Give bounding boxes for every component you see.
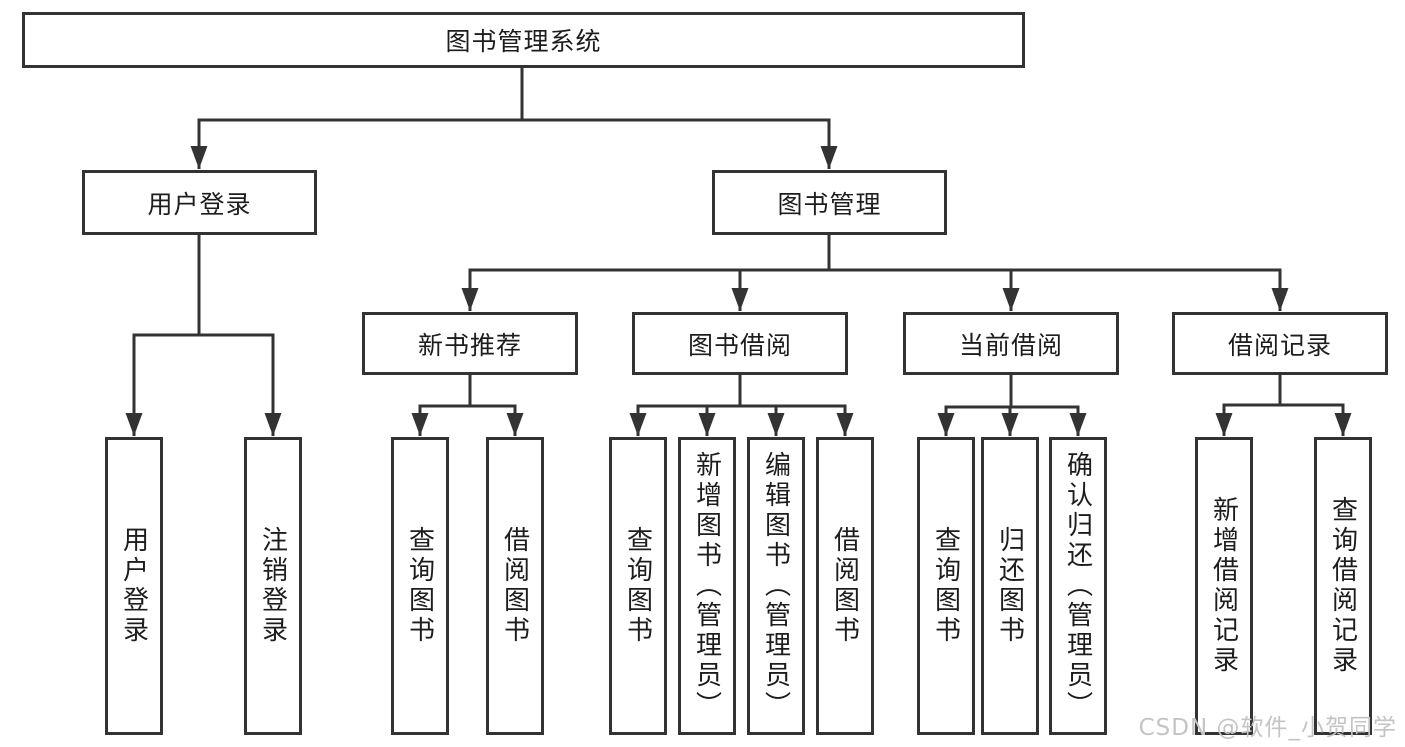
connector-book-management-to-level3 xyxy=(461,235,1289,311)
node-label: 归还图书 xyxy=(994,526,1025,646)
node-label: 图书借阅 xyxy=(687,330,792,360)
node-label: 图书管理系统 xyxy=(445,27,602,56)
leaf-query-borrow-record: 查询借阅记录 xyxy=(1314,437,1372,735)
leaf-add-borrow-record: 新增借阅记录 xyxy=(1195,437,1253,735)
csdn-watermark: CSDN @软件_小贺同学 xyxy=(1138,715,1397,741)
leaf-borrow-books-recommend: 借阅图书 xyxy=(486,437,544,735)
node-label: 新书推荐 xyxy=(417,330,522,360)
node-label: 查询图书 xyxy=(404,526,435,646)
connector-root-to-level2 xyxy=(190,68,838,169)
node-label: 当前借阅 xyxy=(958,330,1063,360)
node-label: 查询图书 xyxy=(622,526,653,646)
node-label: 新增借阅记录 xyxy=(1208,496,1239,676)
node-new-book-recommend: 新书推荐 xyxy=(362,312,578,375)
node-label: 查询图书 xyxy=(930,526,961,646)
connector-current-borrow-group xyxy=(937,375,1087,436)
leaf-query-books-current: 查询图书 xyxy=(917,437,975,735)
connector-book-borrow-group xyxy=(629,375,854,436)
leaf-return-book: 归还图书 xyxy=(981,437,1039,735)
node-label: 借阅记录 xyxy=(1227,330,1332,360)
leaf-add-book-admin: 新增图书（管理员） xyxy=(678,437,736,735)
node-user-login: 用户登录 xyxy=(82,170,317,235)
leaf-edit-book-admin: 编辑图书（管理员） xyxy=(747,437,805,735)
node-label: 借阅图书 xyxy=(499,526,530,646)
node-label: 查询借阅记录 xyxy=(1327,496,1358,676)
leaf-borrow-books: 借阅图书 xyxy=(816,437,874,735)
node-borrow-records: 借阅记录 xyxy=(1172,312,1388,375)
node-label: 用户登录 xyxy=(118,526,149,646)
node-label: 新增图书（管理员） xyxy=(691,451,722,721)
node-label: 注销登录 xyxy=(257,526,288,646)
connector-borrow-records-group xyxy=(1215,375,1352,436)
leaf-user-login: 用户登录 xyxy=(105,437,163,735)
connector-user-login-group xyxy=(125,235,282,436)
node-label: 借阅图书 xyxy=(829,526,860,646)
leaf-query-books-borrow: 查询图书 xyxy=(609,437,667,735)
node-book-borrow: 图书借阅 xyxy=(632,312,848,375)
connector-new-book-group xyxy=(411,375,524,436)
node-library-management-system: 图书管理系统 xyxy=(22,12,1025,68)
node-label: 编辑图书（管理员） xyxy=(760,451,791,721)
node-label: 用户登录 xyxy=(147,189,252,219)
node-label: 图书管理 xyxy=(777,189,882,219)
node-label: 确认归还（管理员） xyxy=(1062,451,1093,721)
leaf-query-books-recommend: 查询图书 xyxy=(391,437,449,735)
leaf-confirm-return-admin: 确认归还（管理员） xyxy=(1049,437,1107,735)
leaf-logout: 注销登录 xyxy=(244,437,302,735)
node-current-borrow: 当前借阅 xyxy=(903,312,1119,375)
node-book-management: 图书管理 xyxy=(712,170,947,235)
